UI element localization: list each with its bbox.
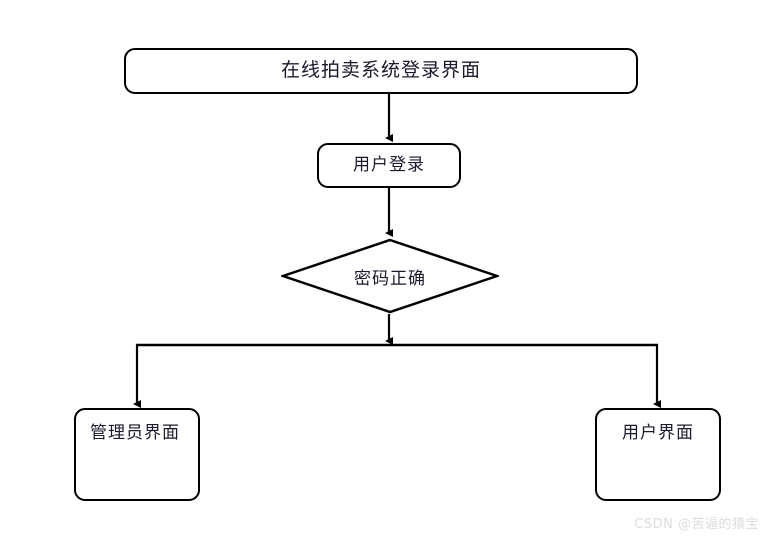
node-user-login-label: 用户登录 xyxy=(353,155,425,175)
node-admin-interface-label: 管理员界面 xyxy=(90,423,180,442)
node-user-interface[interactable]: 用户界面 xyxy=(595,408,721,501)
node-password-correct-decision[interactable]: 密码正确 xyxy=(281,238,499,314)
node-user-interface-label: 用户界面 xyxy=(622,423,694,442)
diamond-shape xyxy=(281,238,499,314)
node-login-screen-title[interactable]: 在线拍卖系统登录界面 xyxy=(124,48,638,94)
node-login-screen-title-label: 在线拍卖系统登录界面 xyxy=(280,60,481,82)
csdn-watermark: CSDN @苦逼的猿宝 xyxy=(634,517,759,532)
node-admin-interface[interactable]: 管理员界面 xyxy=(74,408,200,501)
node-user-login[interactable]: 用户登录 xyxy=(317,143,461,188)
node-password-correct-decision-label: 密码正确 xyxy=(354,268,426,288)
